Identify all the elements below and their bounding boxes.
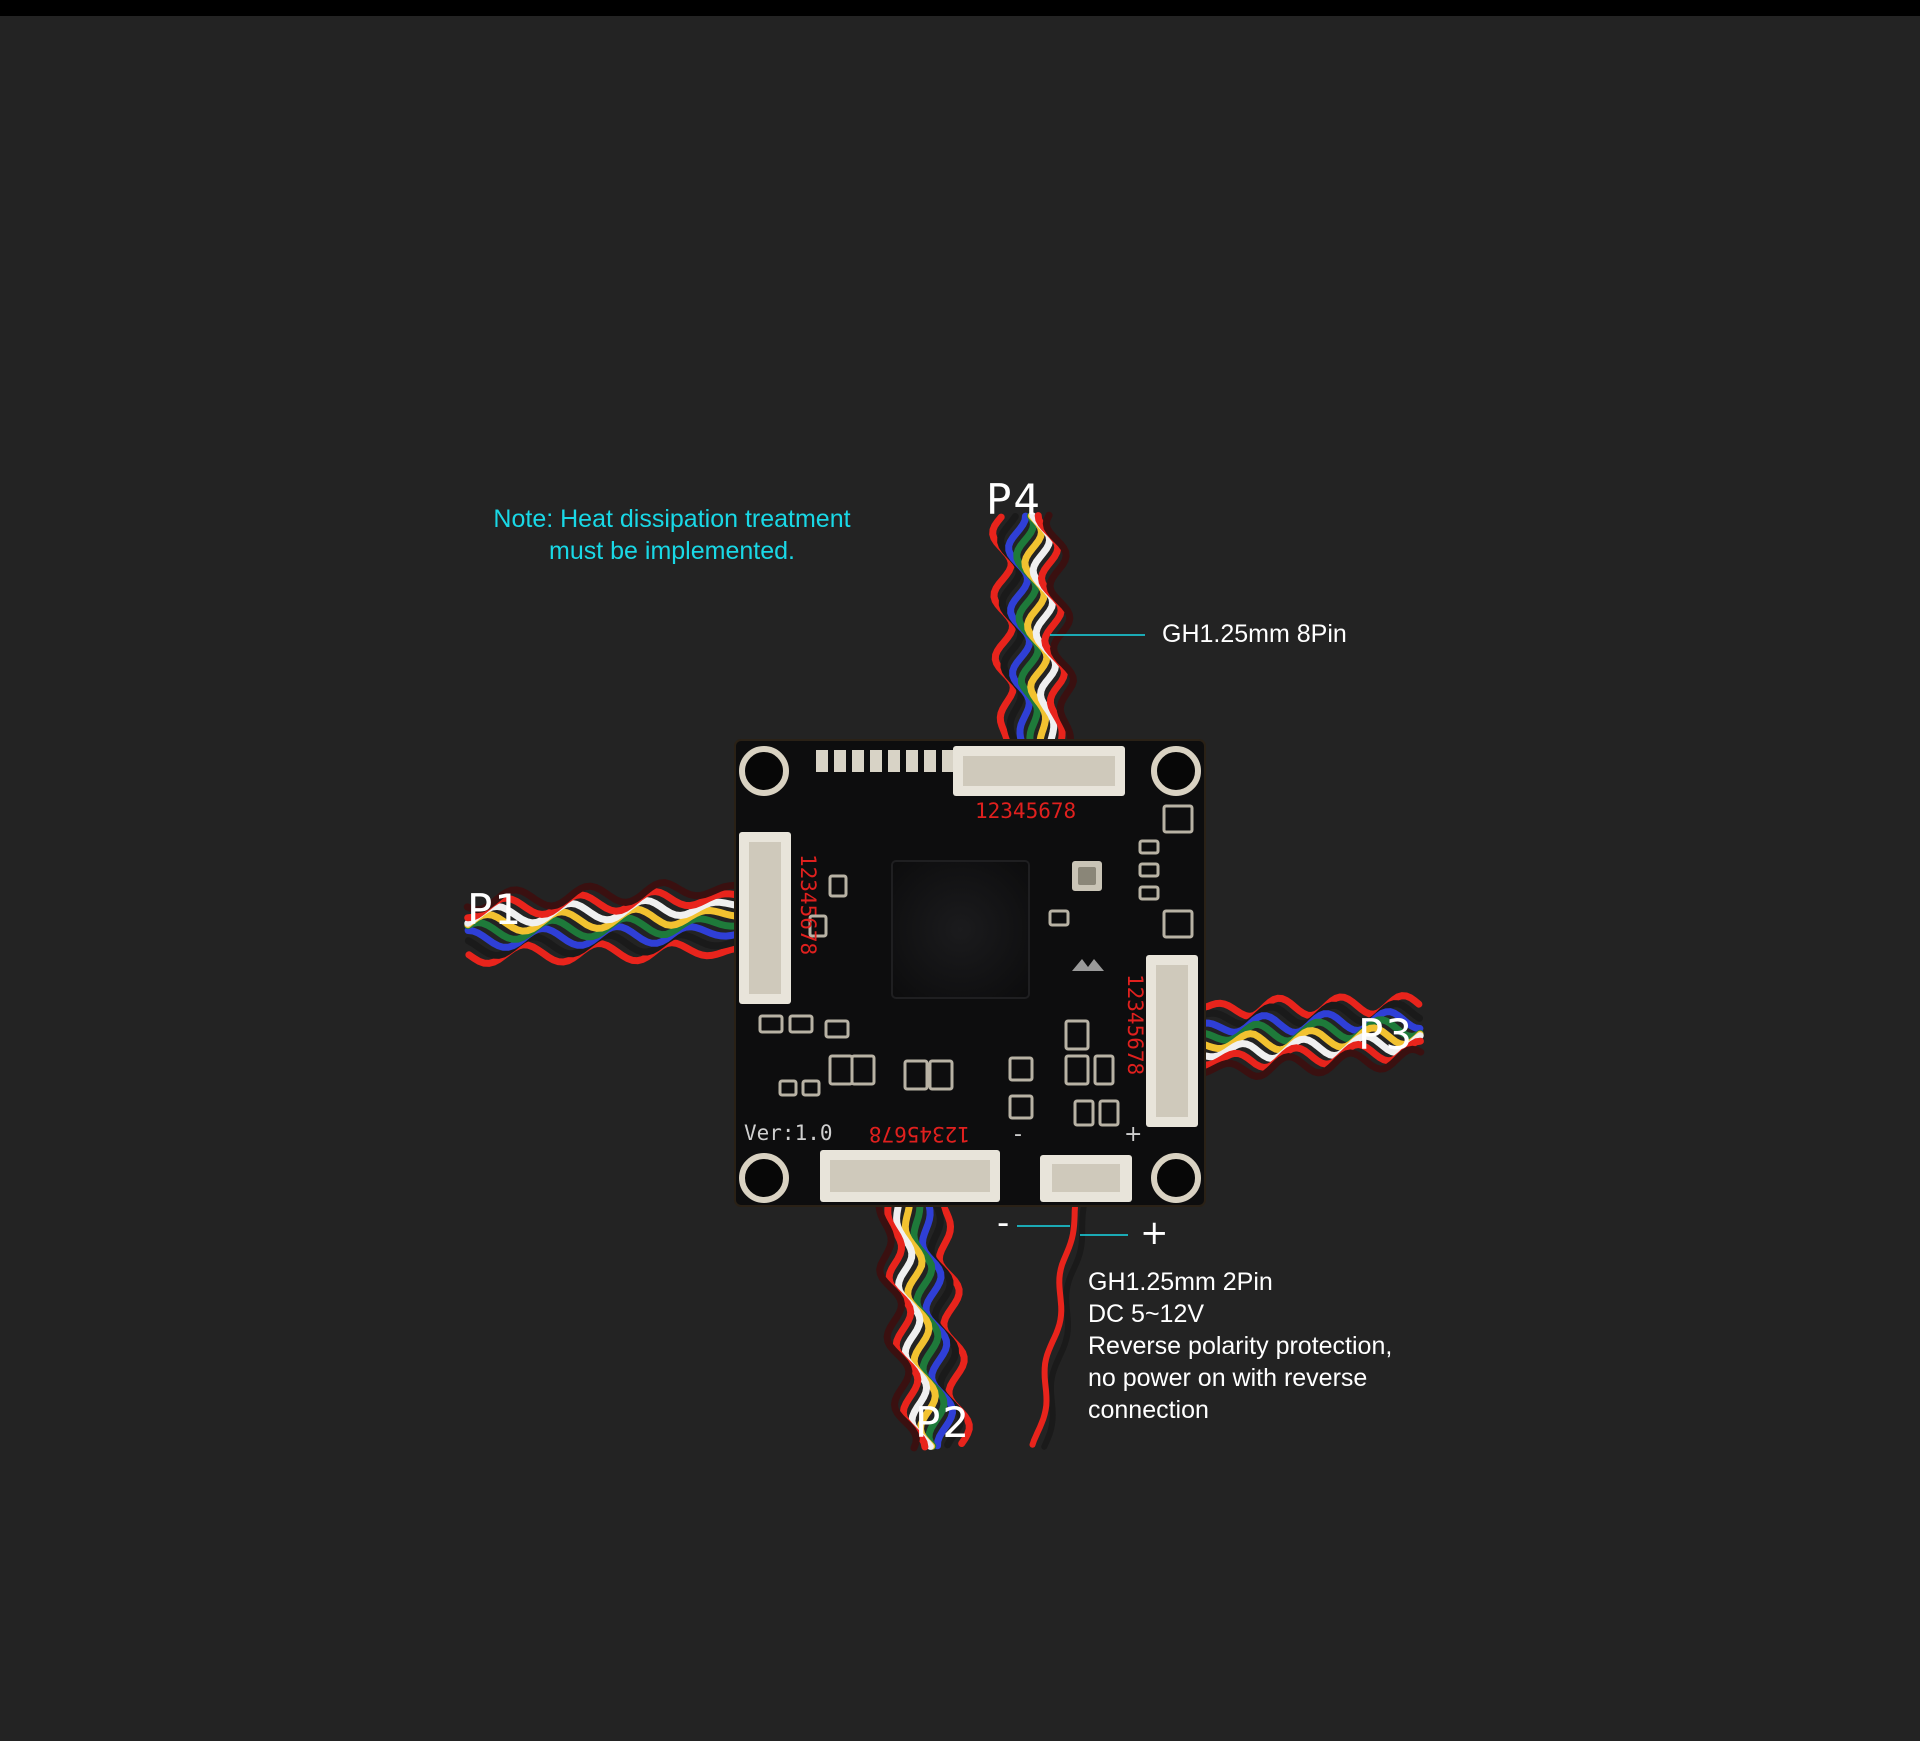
pin-numbers-p3: 12345678: [1123, 974, 1147, 1075]
version-silkscreen: Ver:1.0: [744, 1121, 833, 1145]
wires-p4-wire-6: [1029, 512, 1060, 769]
wires-p2-wire-8: [875, 1175, 920, 1452]
wires-p1-wire-8: [463, 878, 768, 914]
smd-part-7: [1093, 1054, 1115, 1086]
smd-part-24: [1098, 1099, 1120, 1127]
mounting-holes: [739, 746, 1201, 1203]
led-8: [942, 750, 954, 772]
smd-part-18: [1138, 885, 1160, 901]
port-label-p2: P2: [915, 1398, 972, 1447]
wires-p2-wire-7: [884, 1174, 929, 1451]
pin-numbers-p2: 12345678: [869, 1122, 970, 1146]
power-plus-sign: +: [1140, 1213, 1169, 1253]
smd-part-14: [808, 914, 828, 938]
smd-part-11: [788, 1014, 814, 1034]
led-1: [816, 750, 828, 772]
port-label-p1: P1: [467, 885, 524, 934]
wires-p4-wire-8: [1042, 511, 1077, 769]
board-diagram: Ver:1.0 12345678 12345678 12345678 12345…: [463, 511, 1425, 1452]
pin-numbers-p1: 12345678: [796, 854, 820, 955]
wires-p3-wire-8: [1169, 1045, 1425, 1080]
wires-p4-wire-7: [1034, 512, 1069, 769]
power-spec-line-3: Reverse polarity protection,: [1088, 1332, 1393, 1360]
connector-8pin-label: GH1.25mm 8Pin: [1162, 620, 1347, 648]
wire-bundle-p1: [463, 878, 770, 967]
connector-power: [1040, 1155, 1132, 1202]
smd-part-6: [1064, 1054, 1090, 1086]
main-chip: [891, 860, 1030, 999]
connector-p3: [1146, 955, 1198, 1127]
heat-dissipation-note: Note: Heat dissipation treatment must be…: [470, 503, 874, 567]
smd-part-20: [1162, 909, 1194, 939]
led-7: [924, 750, 936, 772]
power-wire-2: [1029, 1172, 1084, 1448]
wires-p2-wire-3: [918, 1171, 957, 1450]
wires-p4-wire-3: [1005, 512, 1034, 770]
wires-p1-wire-6: [464, 896, 768, 927]
smd-part-3: [903, 1059, 929, 1091]
pcb-board: Ver:1.0 12345678 12345678 12345678 12345…: [734, 739, 1206, 1207]
smd-part-8: [1008, 1056, 1034, 1082]
port-label-p4: P4: [986, 475, 1043, 524]
connector-p4: [953, 746, 1125, 796]
led-row: [816, 750, 954, 772]
smd-part-13: [828, 874, 848, 898]
power-spec-line-4: no power on with reverse: [1088, 1364, 1368, 1392]
logo-mark: [1072, 959, 1104, 971]
power-spec-line-1: GH1.25mm 2Pin: [1088, 1268, 1273, 1296]
smd-part-5: [1064, 1019, 1090, 1051]
wires-p3-wire-7: [1169, 1037, 1424, 1072]
board-minus-silkscreen: -: [1014, 1122, 1022, 1147]
smd-part-17: [1138, 862, 1160, 878]
power-spec-block: GH1.25mm 2Pin DC 5~12V Reverse polarity …: [1088, 1266, 1392, 1426]
wire-bundle-power: [1029, 1172, 1093, 1450]
wires-p3-wire-6: [1169, 1032, 1424, 1063]
smd-part-2: [850, 1054, 876, 1086]
led-3: [852, 750, 864, 772]
wires-p2-wire-6: [893, 1173, 934, 1450]
smd-part-22: [801, 1079, 821, 1097]
smd-part-12: [824, 1019, 850, 1039]
wire-bundle-p4: [989, 511, 1077, 771]
smd-part-16: [1138, 839, 1160, 855]
smd-part-10: [758, 1014, 784, 1034]
pin-numbers-p4: 12345678: [975, 799, 1076, 823]
connector-p1: [739, 832, 791, 1004]
led-6: [906, 750, 918, 772]
smd-part-4: [928, 1059, 954, 1091]
power-spec-line-2: DC 5~12V: [1088, 1300, 1205, 1328]
wires-p1-wire-3: [464, 922, 769, 951]
smd-part-19: [1162, 804, 1194, 834]
smd-part-21: [778, 1079, 798, 1097]
wire-bundle-p2: [875, 1169, 973, 1452]
board-plus-silkscreen: +: [1124, 1122, 1142, 1147]
smd-part-9: [1008, 1094, 1034, 1120]
led-4: [870, 750, 882, 772]
port-label-p3: P3: [1358, 1010, 1415, 1059]
wires-p3-wire-3: [1168, 1008, 1424, 1037]
smd-part-15: [1048, 909, 1070, 927]
led-5: [888, 750, 900, 772]
note-line-2: must be implemented.: [549, 537, 795, 565]
note-line-1: Note: Heat dissipation treatment: [493, 505, 851, 533]
connector-p2: [820, 1150, 1000, 1202]
power-wire-1: [1041, 1173, 1093, 1450]
power-spec-line-5: connection: [1088, 1396, 1209, 1424]
smd-part-23: [1073, 1099, 1095, 1127]
wires-p1-wire-7: [464, 887, 768, 922]
led-2: [834, 750, 846, 772]
power-minus-sign: -: [997, 1203, 1010, 1243]
wire-bundle-p3: [1167, 992, 1425, 1080]
smd-components: [758, 804, 1194, 1127]
diagram-canvas: Ver:1.0 12345678 12345678 12345678 12345…: [0, 16, 1920, 1741]
